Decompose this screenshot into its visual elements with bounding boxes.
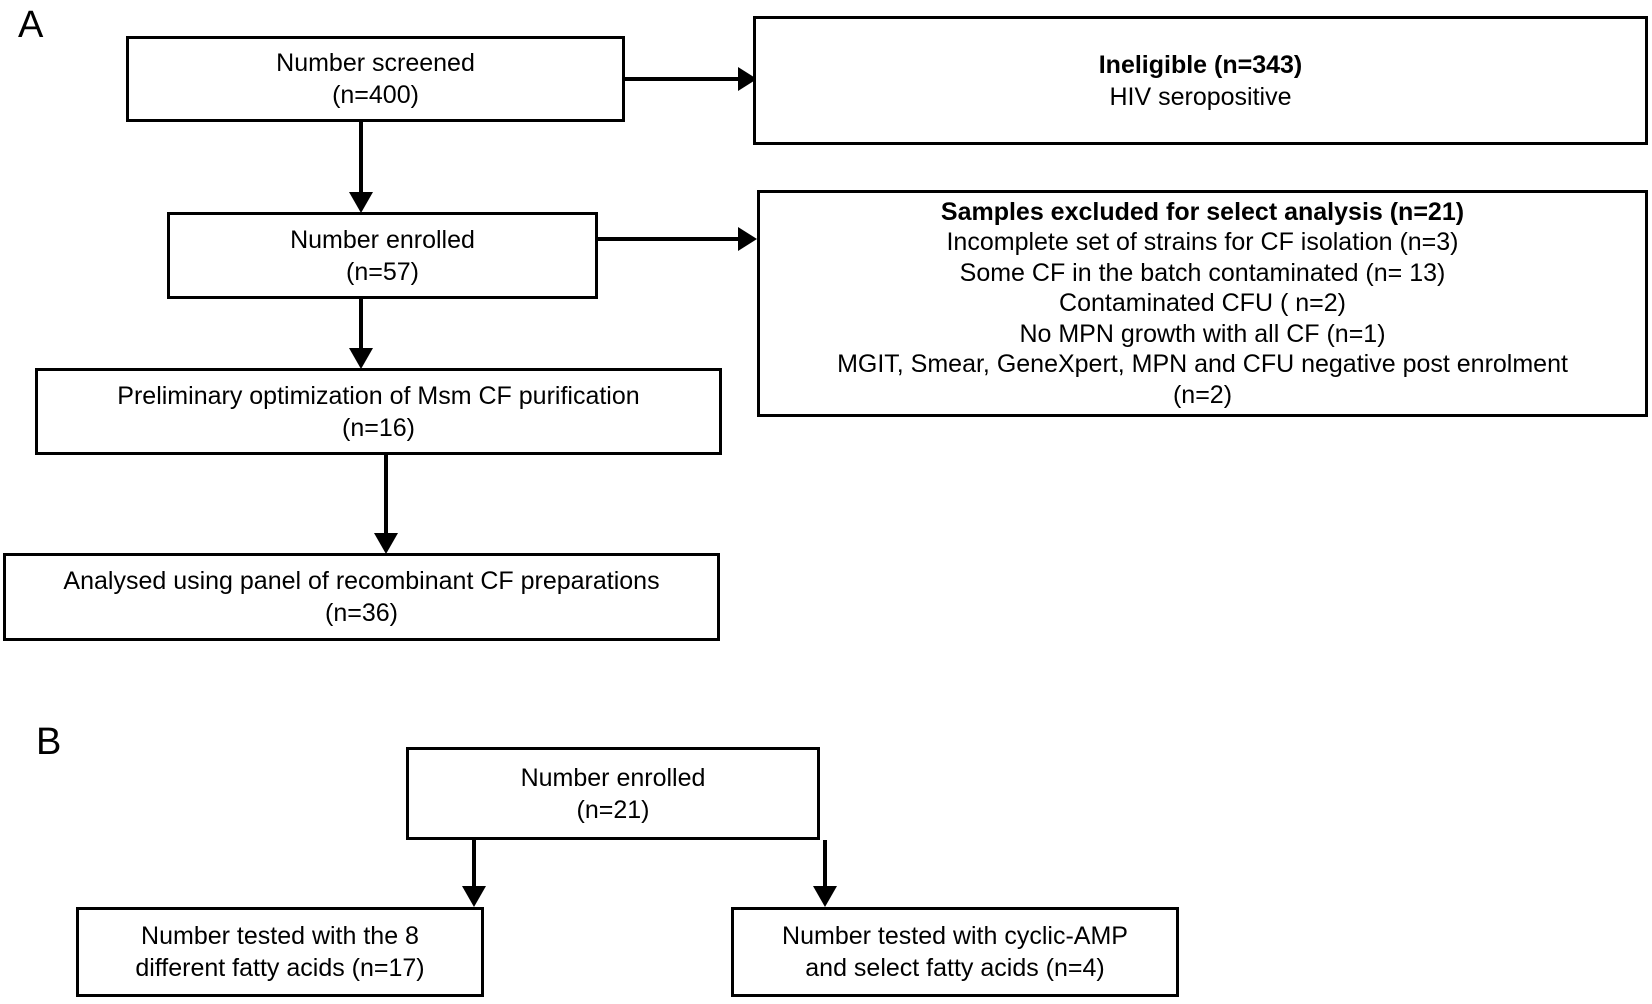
node-line: Preliminary optimization of Msm CF purif… [117, 381, 640, 410]
node-line: (n=57) [346, 257, 419, 286]
arrowhead-enrolledb-to-fattyacids [462, 886, 486, 907]
node-number-enrolled: Number enrolled (n=57) [167, 212, 598, 299]
node-line: and select fatty acids (n=4) [805, 954, 1105, 982]
arrowhead-preliminary-to-analysed [374, 533, 398, 554]
node-line: Number enrolled [520, 763, 706, 792]
node-line: (n=16) [342, 413, 415, 442]
node-line: HIV seropositive [1109, 82, 1292, 111]
node-line: (n=21) [576, 795, 650, 824]
node-tested-fatty-acids: Number tested with the 8 different fatty… [76, 907, 484, 997]
node-line: Number enrolled [290, 225, 475, 254]
node-line: Some CF in the batch contaminated (n= 13… [959, 258, 1446, 287]
node-samples-excluded: Samples excluded for select analysis (n=… [757, 190, 1648, 417]
node-ineligible: Ineligible (n=343) HIV seropositive [753, 16, 1648, 145]
arrowhead-screened-to-enrolled [349, 192, 373, 213]
panel-letter-a: A [18, 4, 44, 46]
node-line: Incomplete set of strains for CF isolati… [946, 228, 1459, 257]
arrowhead-enrolled-to-excluded [738, 227, 757, 251]
node-number-enrolled-b: Number enrolled (n=21) [406, 747, 820, 840]
node-line: Number tested with cyclic-AMP [782, 922, 1128, 950]
node-analysed-recombinant-cf: Analysed using panel of recombinant CF p… [3, 553, 720, 641]
node-line: MGIT, Smear, GeneXpert, MPN and CFU nega… [837, 350, 1568, 379]
node-line: Ineligible (n=343) [1098, 50, 1303, 79]
node-line: Number tested with the 8 [141, 922, 419, 950]
node-line: (n=2) [1172, 380, 1233, 409]
arrowhead-enrolledb-to-camp [813, 886, 837, 907]
node-tested-cyclic-amp: Number tested with cyclic-AMP and select… [731, 907, 1179, 997]
arrowhead-enrolled-to-preliminary [349, 348, 373, 369]
node-line: (n=36) [325, 599, 398, 627]
node-number-screened: Number screened (n=400) [126, 36, 625, 122]
node-line: No MPN growth with all CF (n=1) [1019, 319, 1386, 348]
node-line: Samples excluded for select analysis (n=… [940, 197, 1465, 226]
panel-letter-b: B [36, 721, 62, 763]
node-line: Contaminated CFU ( n=2) [1059, 289, 1346, 318]
node-line: Number screened [276, 49, 475, 77]
node-line: (n=400) [332, 81, 419, 109]
node-line: different fatty acids (n=17) [135, 954, 425, 982]
node-line: Analysed using panel of recombinant CF p… [63, 567, 660, 595]
node-preliminary-optimization: Preliminary optimization of Msm CF purif… [35, 368, 722, 455]
